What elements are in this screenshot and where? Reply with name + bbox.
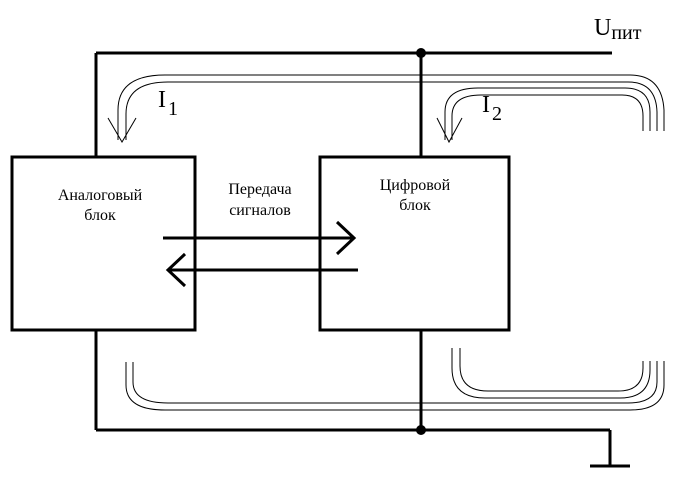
- current-path-i2: [436, 87, 651, 399]
- supply-subscript: пит: [611, 22, 641, 44]
- digital-label-line1: Цифровой: [380, 177, 451, 194]
- transfer-label-line1: Передача: [228, 181, 291, 198]
- current-i1-symbol: I: [158, 87, 166, 113]
- analog-label-line1: Аналоговый: [58, 187, 143, 204]
- analog-label-line2: блок: [84, 207, 116, 224]
- analog-block: [10, 155, 197, 332]
- digital-label-line2: блок: [399, 197, 431, 214]
- ground-node: [416, 425, 426, 435]
- supply-node: [416, 48, 426, 58]
- supply-symbol: U: [594, 15, 611, 41]
- current-i1-subscript: 1: [168, 98, 178, 120]
- signal-arrow-left: [165, 252, 358, 288]
- current-i2-symbol: I: [482, 92, 490, 118]
- digital-block: [318, 155, 511, 332]
- supply-label: Uпит: [594, 15, 642, 44]
- ground-rail: [94, 330, 630, 468]
- supply-rail: [94, 48, 612, 157]
- signal-arrow-right: [163, 220, 357, 256]
- current-i2-subscript: 2: [492, 103, 502, 125]
- transfer-label-line2: сигналов: [229, 202, 291, 219]
- current-path-i1: [107, 74, 665, 411]
